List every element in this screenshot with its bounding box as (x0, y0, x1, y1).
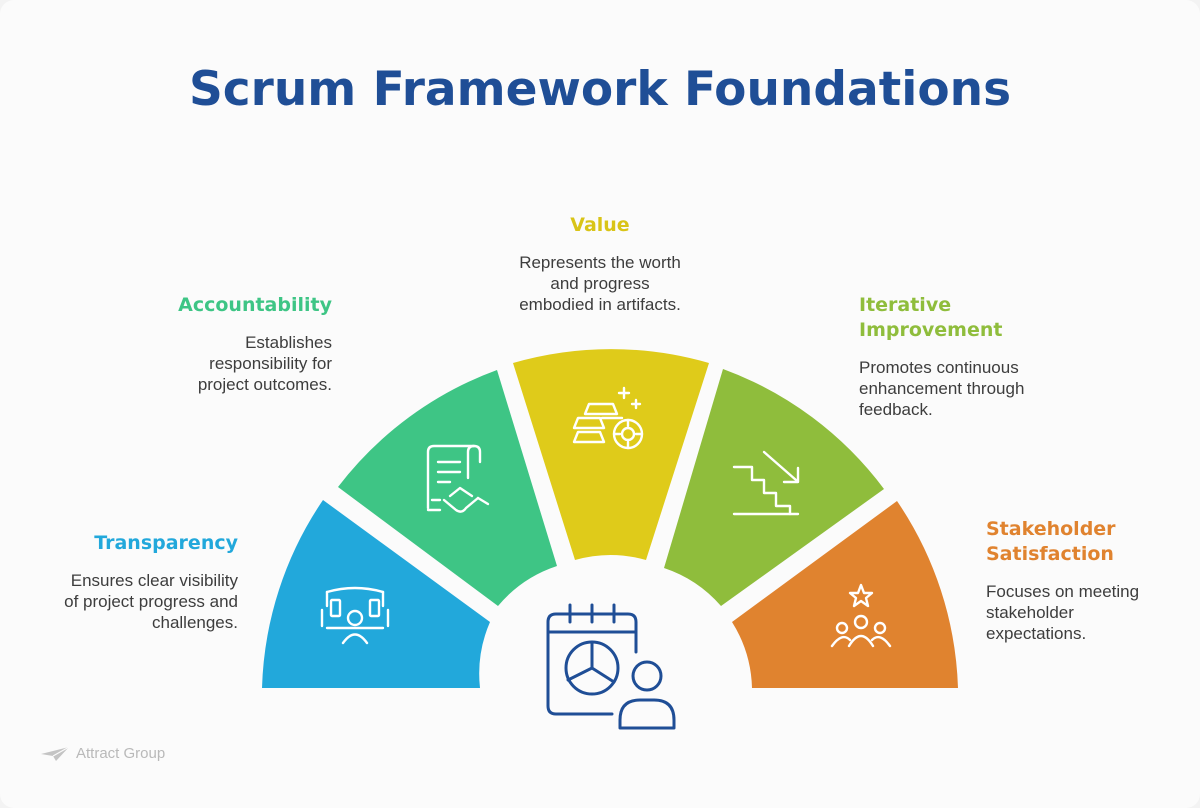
segment-accountability[interactable] (338, 370, 557, 606)
iterative-description-line: enhancement through (859, 379, 1025, 398)
value-description-line: and progress (550, 274, 650, 293)
accountability-heading-line: Accountability (178, 294, 332, 316)
value-description-line: Represents the worth (519, 253, 681, 272)
transparency-heading: Transparency (38, 531, 238, 556)
iterative-description: Promotes continuous enhancement through … (859, 357, 1079, 420)
stakeholder-block: Stakeholder Satisfaction Focuses on meet… (986, 517, 1186, 644)
accountability-block: Accountability Establishes responsibilit… (132, 293, 332, 395)
accountability-description: Establishes responsibility for project o… (132, 332, 332, 395)
value-heading-line: Value (570, 214, 630, 236)
stakeholder-heading-line: Stakeholder (986, 518, 1116, 540)
transparency-heading-line: Transparency (94, 532, 238, 554)
stakeholder-heading-line: Satisfaction (986, 543, 1114, 565)
stairs-arrow-icon (732, 450, 800, 516)
iterative-heading-line: Improvement (859, 319, 1003, 341)
gold-bars-coin-icon (572, 386, 644, 450)
brand-logo: Attract Group (40, 745, 165, 762)
iterative-heading-line: Iterative (859, 294, 952, 316)
group-star-icon (830, 583, 892, 648)
value-description: Represents the worth and progress embodi… (480, 252, 720, 315)
segment-iterative[interactable] (664, 369, 884, 606)
transparency-description-line: Ensures clear visibility (70, 571, 238, 590)
accountability-description-line: Establishes (245, 333, 332, 352)
accountability-heading: Accountability (132, 293, 332, 318)
segment-stakeholder[interactable] (732, 501, 958, 688)
transparency-description-line: challenges. (151, 613, 238, 632)
stakeholder-description: Focuses on meeting stakeholder expectati… (986, 581, 1186, 644)
page-title: Scrum Framework Foundations (188, 62, 1012, 117)
segment-transparency[interactable] (262, 500, 490, 688)
transparency-block: Transparency Ensures clear visibility of… (38, 531, 238, 633)
contract-handshake-icon (426, 444, 490, 513)
value-heading: Value (480, 213, 720, 238)
transparency-description: Ensures clear visibility of project prog… (38, 570, 238, 633)
transparency-description-line: of project progress and (64, 592, 238, 611)
accountability-description-line: responsibility for (209, 354, 332, 373)
accountability-description-line: project outcomes. (197, 375, 332, 394)
iterative-description-line: Promotes continuous (859, 358, 1019, 377)
iterative-description-line: feedback. (859, 400, 933, 419)
stakeholder-heading: Stakeholder Satisfaction (986, 517, 1186, 567)
stakeholder-description-line: expectations. (986, 624, 1087, 643)
iterative-block: Iterative Improvement Promotes continuou… (859, 293, 1079, 420)
stakeholder-description-line: Focuses on meeting (986, 582, 1140, 601)
value-description-line: embodied in artifacts. (519, 295, 681, 314)
iterative-heading: Iterative Improvement (859, 293, 1079, 343)
brand-name: Attract Group (76, 745, 166, 762)
value-block: Value Represents the worth and progress … (480, 213, 720, 315)
stakeholder-description-line: stakeholder (986, 603, 1074, 622)
paper-plane-icon (41, 745, 70, 761)
segment-value[interactable] (513, 349, 709, 560)
presentation-person-icon (320, 586, 390, 645)
calendar-chart-person-icon (546, 603, 676, 730)
